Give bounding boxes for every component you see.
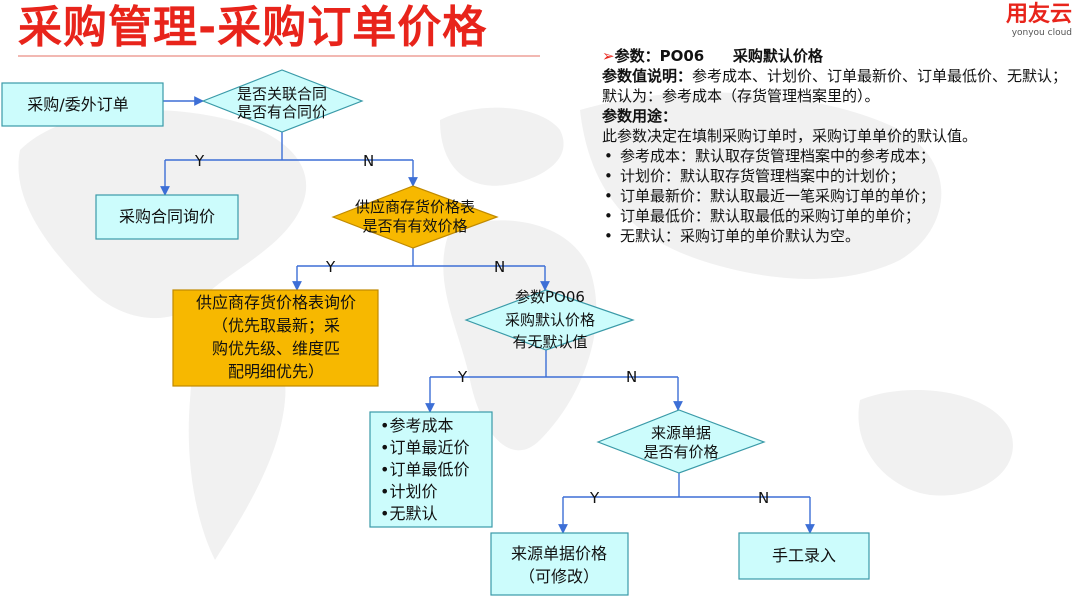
decision-source-line2: 是否有价格 xyxy=(643,443,718,461)
option-item: 无默认：采购订单的单价默认为空。 xyxy=(604,226,1072,246)
supplier-inquiry-line4: 配明细优先） xyxy=(228,362,324,381)
supplier-inquiry-line1: 供应商存货价格表询价 xyxy=(196,293,356,312)
option-item: 计划价：默认取存货管理档案中的计划价； xyxy=(604,166,1072,186)
d2-no-label: N xyxy=(494,258,505,276)
branch-labels: Y N Y N Y N Y N xyxy=(194,152,769,507)
manual-entry-label: 手工录入 xyxy=(772,546,836,565)
map-europe xyxy=(440,107,564,186)
decision-default-price: 参数PO06 采购默认价格 有无默认值 xyxy=(464,288,635,351)
manual-entry-node: 手工录入 xyxy=(738,532,870,580)
contract-inquiry-node: 采购合同询价 xyxy=(95,194,239,240)
param-name: 采购默认价格 xyxy=(732,47,823,65)
option-item: 订单最新价：默认取最近一笔采购订单的单价； xyxy=(604,186,1072,206)
decision-default-line2: 采购默认价格 xyxy=(505,311,595,329)
default-option: •计划价 xyxy=(380,482,437,501)
value-desc-label: 参数值说明： xyxy=(602,67,693,85)
map-australia xyxy=(858,390,1013,496)
decision-contract: 是否关联合同 是否有合同价 xyxy=(201,69,364,133)
value-desc-text: 参考成本、计划价、订单最新价、订单最低价、无默认；默认为：参考成本（存货管理档案… xyxy=(602,67,1068,105)
decision-default-line3: 有无默认值 xyxy=(512,333,587,351)
default-option: •无默认 xyxy=(380,504,437,523)
d3-no-label: N xyxy=(626,368,637,386)
source-price-line1: 来源单据价格 xyxy=(511,544,607,563)
page-title: 采购管理-采购订单价格 xyxy=(18,2,488,53)
d1-no-label: N xyxy=(363,152,374,170)
decision-supplier-line1: 供应商存货价格表 xyxy=(355,198,475,216)
decision-supplier-price: 供应商存货价格表 是否有有效价格 xyxy=(331,185,499,249)
param-heading: ➢参数：PO06 采购默认价格 xyxy=(602,46,1072,66)
contract-inquiry-label: 采购合同询价 xyxy=(119,207,215,226)
option-list: 参考成本：默认取存货管理档案中的参考成本； 计划价：默认取存货管理档案中的计划价… xyxy=(602,146,1072,246)
title-underline xyxy=(18,55,540,57)
decision-source-doc: 来源单据 是否有价格 xyxy=(596,409,766,474)
decision-source-line1: 来源单据 xyxy=(651,424,711,442)
decision-default-line1: 参数PO06 xyxy=(515,288,585,306)
d3-yes-label: Y xyxy=(457,368,468,386)
parameter-description: ➢参数：PO06 采购默认价格 参数值说明：参考成本、计划价、订单最新价、订单最… xyxy=(602,46,1072,246)
supplier-inquiry-line2: （优先取最新；采 xyxy=(212,316,340,335)
option-item: 订单最低价：默认取最低的采购订单的单价； xyxy=(604,206,1072,226)
start-label: 采购/委外订单 xyxy=(27,95,128,114)
value-description: 参数值说明：参考成本、计划价、订单最新价、订单最低价、无默认；默认为：参考成本（… xyxy=(602,66,1072,106)
source-price-node: 来源单据价格 （可修改） xyxy=(490,532,629,596)
brand-logo: 用友云 yonyou cloud xyxy=(1006,2,1072,38)
decision-contract-line2: 是否有合同价 xyxy=(237,103,327,121)
supplier-inquiry-line3: 购优先级、维度匹 xyxy=(212,339,340,358)
source-price-line2: （可修改） xyxy=(519,567,599,586)
option-item: 参考成本：默认取存货管理档案中的参考成本； xyxy=(604,146,1072,166)
default-option: •订单最低价 xyxy=(380,460,469,479)
decision-contract-line1: 是否关联合同 xyxy=(237,85,327,103)
d1-yes-label: Y xyxy=(194,152,205,170)
connectors xyxy=(160,96,815,534)
start-node: 采购/委外订单 xyxy=(1,82,164,127)
bullet-arrow-icon: ➢ xyxy=(602,47,615,65)
supplier-inquiry-node: 供应商存货价格表询价 （优先取最新；采 购优先级、维度匹 配明细优先） xyxy=(172,289,379,387)
logo-subtext: yonyou cloud xyxy=(1011,28,1072,38)
d2-yes-label: Y xyxy=(325,258,336,276)
usage-label: 参数用途： xyxy=(602,107,678,125)
usage-text: 此参数决定在填制采购订单时，采购订单单价的默认值。 xyxy=(602,127,978,145)
decision-supplier-line2: 是否有有效价格 xyxy=(362,217,467,235)
param-label: 参数：PO06 xyxy=(614,47,705,65)
default-option: •参考成本 xyxy=(380,416,453,435)
default-options-node: •参考成本 •订单最近价 •订单最低价 •计划价 •无默认 xyxy=(369,411,493,528)
d4-yes-label: Y xyxy=(589,489,600,507)
default-option: •订单最近价 xyxy=(380,438,469,457)
logo-text: 用友云 xyxy=(1005,2,1072,27)
d4-no-label: N xyxy=(758,489,769,507)
usage-heading: 参数用途： xyxy=(602,106,1072,126)
